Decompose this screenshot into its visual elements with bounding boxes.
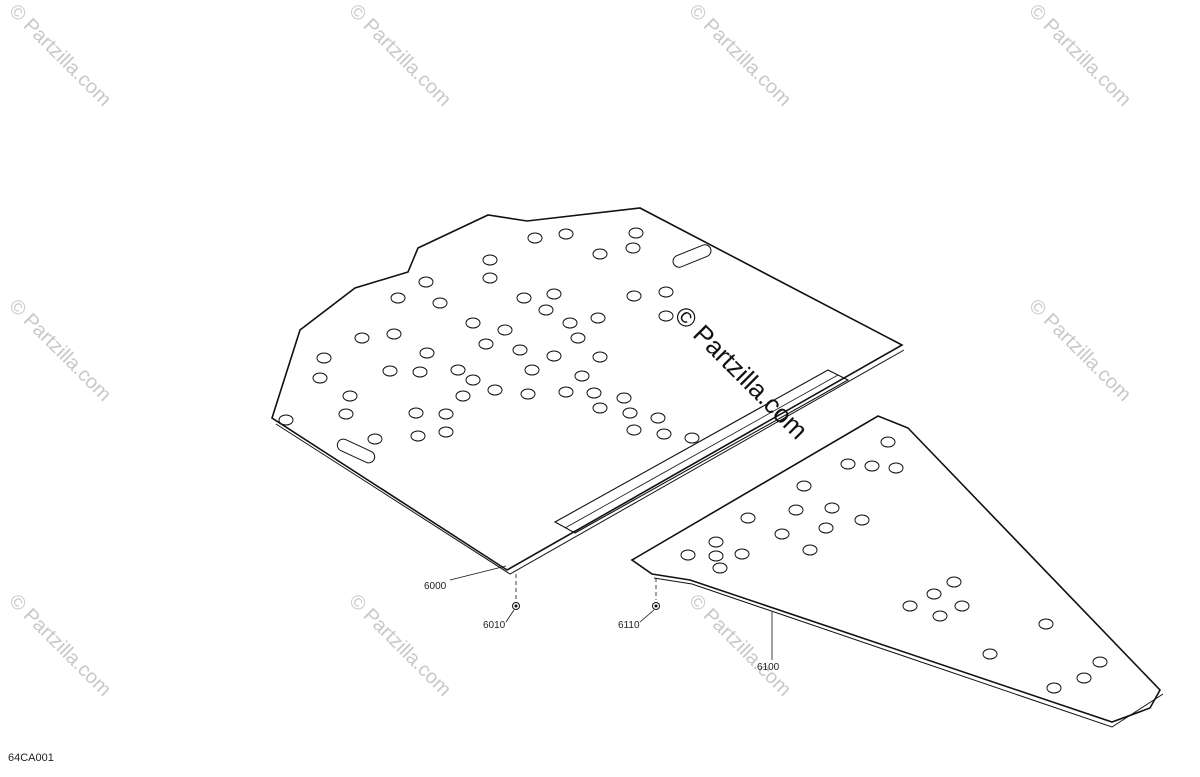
- hole: [574, 370, 590, 382]
- hole: [656, 428, 672, 440]
- hole: [658, 286, 674, 298]
- hole: [840, 458, 856, 470]
- hole: [880, 436, 896, 448]
- callout-leaders: [449, 565, 773, 660]
- hole: [684, 432, 700, 444]
- hole: [586, 387, 602, 399]
- hole: [818, 522, 834, 534]
- hole-pattern: [278, 227, 700, 445]
- hole: [546, 350, 562, 362]
- hole: [478, 338, 494, 350]
- hole: [734, 548, 750, 560]
- hole: [854, 514, 870, 526]
- hole: [487, 384, 503, 396]
- hole: [946, 576, 962, 588]
- hole: [438, 408, 454, 420]
- callout-6110: 6110: [618, 620, 640, 631]
- hole-pattern: [680, 436, 1108, 694]
- hole: [546, 288, 562, 300]
- hole: [592, 248, 608, 260]
- hole: [465, 317, 481, 329]
- hole: [626, 424, 642, 436]
- figure-id: 64CA001: [8, 752, 54, 764]
- hole: [527, 232, 543, 244]
- hole: [592, 351, 608, 363]
- hole: [802, 544, 818, 556]
- hole: [438, 426, 454, 438]
- hole: [712, 562, 728, 574]
- hole: [658, 310, 674, 322]
- hole: [316, 352, 332, 364]
- side-skid-plate: [630, 415, 1164, 728]
- hole: [455, 390, 471, 402]
- hole: [954, 600, 970, 612]
- hole: [342, 390, 358, 402]
- hole: [338, 408, 354, 420]
- hole: [680, 549, 696, 561]
- hole: [450, 364, 466, 376]
- slot-hole: [672, 244, 712, 268]
- hole: [774, 528, 790, 540]
- callout-6100: 6100: [757, 662, 780, 673]
- hole: [482, 254, 498, 266]
- hole: [622, 407, 638, 419]
- hole: [650, 412, 666, 424]
- hole: [824, 502, 840, 514]
- hole: [354, 332, 370, 344]
- hole: [312, 372, 328, 384]
- hole: [1076, 672, 1092, 684]
- hole: [465, 374, 481, 386]
- fastener-6010: [512, 574, 520, 610]
- hole: [740, 512, 756, 524]
- hole: [592, 402, 608, 414]
- hole: [1038, 618, 1054, 630]
- hole: [412, 366, 428, 378]
- hole: [864, 460, 880, 472]
- hole: [626, 290, 642, 302]
- hole: [625, 242, 641, 254]
- hole: [888, 462, 904, 474]
- hole: [932, 610, 948, 622]
- hole: [512, 344, 528, 356]
- hole: [382, 365, 398, 377]
- hole: [708, 536, 724, 548]
- hole: [926, 588, 942, 600]
- hole: [796, 480, 812, 492]
- hole: [367, 433, 383, 445]
- fastener-6110: [652, 578, 660, 610]
- hole: [520, 388, 536, 400]
- hole: [982, 648, 998, 660]
- hole: [408, 407, 424, 419]
- hole: [419, 347, 435, 359]
- slot-hole: [336, 438, 376, 464]
- hole: [590, 312, 606, 324]
- hole: [1092, 656, 1108, 668]
- hole: [558, 386, 574, 398]
- hole: [497, 324, 513, 336]
- hole: [558, 228, 574, 240]
- hole: [482, 272, 498, 284]
- hole: [432, 297, 448, 309]
- hole: [902, 600, 918, 612]
- hole: [1046, 682, 1062, 694]
- hole: [390, 292, 406, 304]
- hole: [410, 430, 426, 442]
- hole: [386, 328, 402, 340]
- hole: [278, 414, 294, 426]
- hole: [418, 276, 434, 288]
- hole: [628, 227, 644, 239]
- hole: [788, 504, 804, 516]
- hole: [570, 332, 586, 344]
- hole: [562, 317, 578, 329]
- hole: [524, 364, 540, 376]
- hole: [538, 304, 554, 316]
- hole: [616, 392, 632, 404]
- hole: [516, 292, 532, 304]
- callout-6010: 6010: [483, 620, 506, 631]
- hole: [708, 550, 724, 562]
- main-skid-plate: [271, 207, 905, 575]
- callout-6000: 6000: [424, 581, 447, 592]
